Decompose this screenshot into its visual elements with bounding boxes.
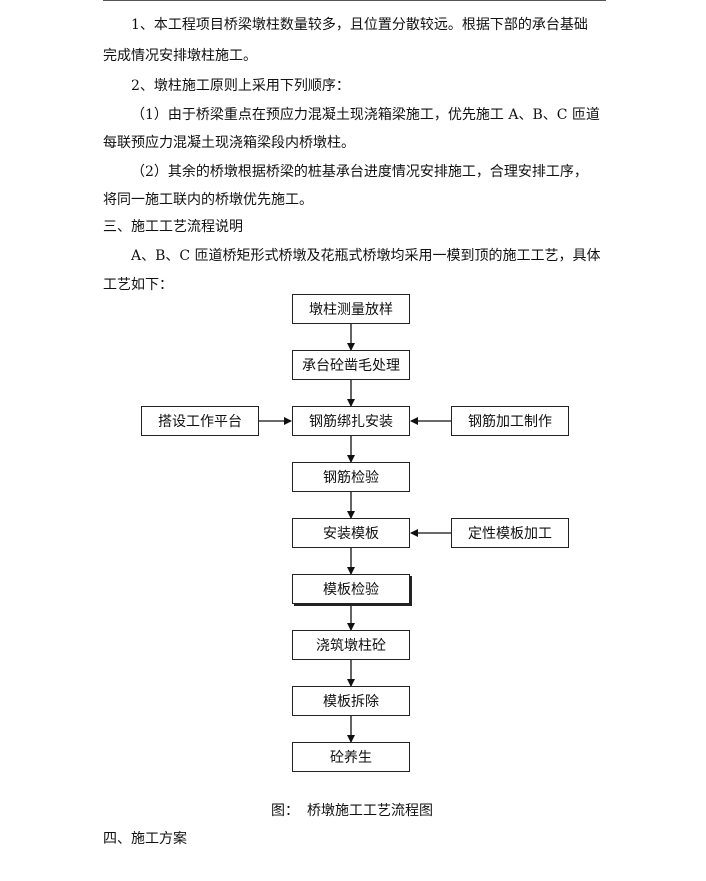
paragraph-2: 2、墩柱施工原则上采用下列顺序： xyxy=(131,78,350,94)
flow-step-curing: 砼养生 xyxy=(292,742,410,772)
flow-step-formwork-removal: 模板拆除 xyxy=(292,686,410,716)
flow-step-formwork-install: 安装模板 xyxy=(292,518,410,548)
paragraph-5-line-2: 工艺如下： xyxy=(103,277,173,293)
flow-step-rebar-install: 钢筋绑扎安装 xyxy=(292,406,410,436)
section-3-heading: 三、施工工艺流程说明 xyxy=(103,219,243,235)
paragraph-5-line-1: A、B、C 匝道桥矩形式桥墩及花瓶式桥墩均采用一模到顶的施工工艺，具体 xyxy=(131,248,601,264)
flow-step-formwork-inspect: 模板检验 xyxy=(292,574,410,604)
flow-step-chiseling: 承台砼凿毛处理 xyxy=(292,350,410,380)
flow-step-survey: 墩柱测量放样 xyxy=(292,294,410,324)
paragraph-4-line-2: 将同一施工联内的桥墩优先施工。 xyxy=(103,192,313,208)
flow-input-work-platform: 搭设工作平台 xyxy=(141,406,259,436)
paragraph-4-line-1: （2）其余的桥墩根据桥梁的桩基承台进度情况安排施工，合理安排工序， xyxy=(131,164,588,180)
flow-step-rebar-inspect: 钢筋检验 xyxy=(292,462,410,492)
section-4-heading: 四、施工方案 xyxy=(103,831,187,847)
paragraph-3-line-1: （1）由于桥梁重点在预应力混凝土现浇箱梁施工，优先施工 A、B、C 匝道 xyxy=(131,107,600,123)
figure-caption-title: 桥墩施工工艺流程图 xyxy=(307,803,433,819)
paragraph-1-line-2: 完成情况安排墩柱施工。 xyxy=(103,48,257,64)
flow-input-rebar-fabrication: 钢筋加工制作 xyxy=(451,406,569,436)
flow-step-pour-concrete: 浇筑墩柱砼 xyxy=(292,630,410,660)
paragraph-1-line-1: 1、本工程项目桥梁墩柱数量较多，且位置分散较远。根据下部的承台基础 xyxy=(131,17,588,33)
top-rule xyxy=(103,0,606,1)
paragraph-3-line-2: 每联预应力混凝土现浇箱梁段内桥墩柱。 xyxy=(103,135,355,151)
figure-caption-label: 图： xyxy=(271,803,299,819)
flow-input-formwork-fabrication: 定性模板加工 xyxy=(451,518,569,548)
